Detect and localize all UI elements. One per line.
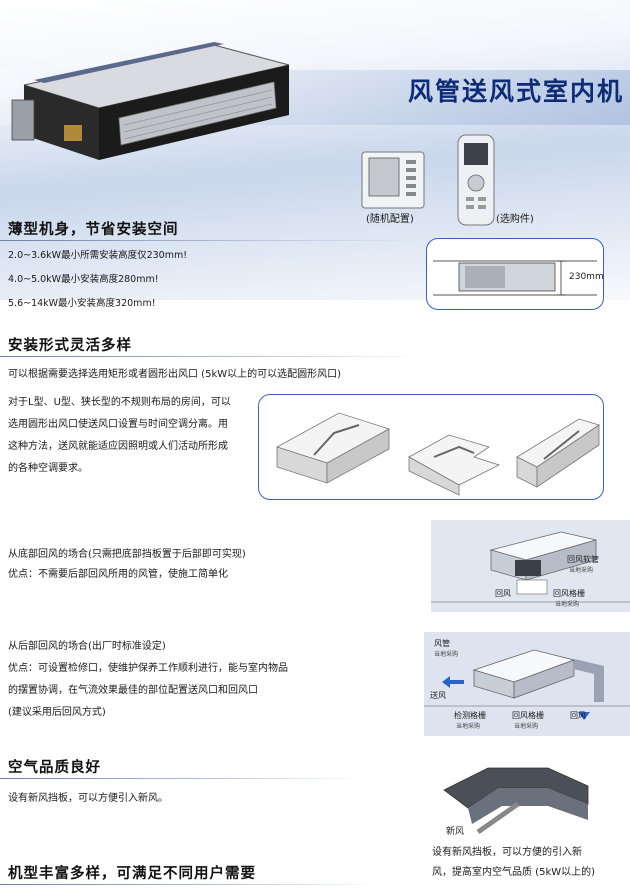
remote-controller-caption: (选购件)	[496, 214, 534, 225]
label-duct-sub: 当地采购	[434, 651, 459, 658]
fresh-air-illustration	[443, 767, 589, 835]
air-quality-text: 设有新风挡板，可以方便引入新风。	[8, 793, 168, 804]
spec-line-1: 2.0~3.6kW最小所需安装高度仅230mm!	[8, 250, 188, 261]
spec-line-3: 5.6~14kW最小安装高度320mm!	[8, 298, 156, 309]
height-diagram-panel: 230mm	[426, 238, 604, 310]
height-diagram	[433, 260, 597, 296]
label-inspection-grille-sub: 当地采购	[456, 723, 481, 730]
install-forms-illustration	[275, 412, 600, 496]
install-intro: 可以根据需要选择选用矩形或者圆形出风口 (5kW以上的可以选配圆形风口)	[8, 369, 342, 380]
fresh-air-label: 新风	[446, 827, 465, 837]
label-return-soft-duct: 回风软管	[567, 555, 599, 564]
label-return-grille: 回风格栅	[553, 589, 585, 598]
remote-controller-image	[457, 134, 495, 226]
label-rear-return-grille: 回风格栅	[512, 711, 544, 720]
label-supply-air: 送风	[430, 691, 446, 700]
rear-return-figure: 风管 当地采购 送风 检测格栅 当地采购 回风格栅 当地采购 回风	[424, 632, 630, 736]
label-inspection-grille: 检测格栅	[454, 711, 486, 720]
divider-thin	[0, 240, 420, 241]
bottom-return-line-1: 从底部回风的场合(只需把底部挡板置于后部即可实现)	[8, 549, 246, 560]
rear-return-line-1: 从后部回风的场合(出厂时标准设定)	[8, 641, 166, 652]
bottom-return-line-2: 优点：不需要后部回风所用的风管，使施工简单化	[8, 569, 228, 580]
install-forms-panel	[258, 394, 604, 500]
section-heading-models: 机型丰富多样，可满足不同用户需要	[8, 866, 256, 882]
section-heading-air-quality: 空气品质良好	[8, 760, 101, 776]
indoor-unit-image	[11, 42, 290, 160]
page-title: 风管送风式室内机	[408, 77, 625, 106]
divider-install	[0, 356, 420, 357]
label-return-soft-duct-sub: 当地采购	[569, 567, 594, 574]
install-para-line-2: 选用圆形出风口使送风口设置与时间空调分离。用	[8, 419, 228, 430]
rear-return-line-2: 优点：可设置检修口，使维护保养工作顺利进行，能与室内物品	[8, 663, 288, 674]
wired-controller-image	[361, 151, 425, 209]
label-duct: 风管	[434, 639, 450, 648]
section-heading-thin-body: 薄型机身，节省安装空间	[8, 222, 179, 238]
label-return-air: 回风	[495, 589, 511, 598]
divider-models	[0, 884, 380, 885]
fresh-air-caption-line-2: 风，提高室内空气品质 (5kW以上的)	[432, 867, 596, 878]
rear-return-line-4: (建议采用后回风方式)	[8, 707, 106, 718]
rear-return-line-3: 的摆置协调，在气流效果最佳的部位配置送风口和回风口	[8, 685, 258, 696]
spec-line-2: 4.0~5.0kW最小安装高度280mm!	[8, 274, 159, 285]
divider-air	[0, 778, 360, 779]
fresh-air-caption-line-1: 设有新风挡板，可以方便的引入新	[432, 847, 582, 858]
label-rear-return-air: 回风	[570, 711, 586, 720]
label-rear-return-grille-sub: 当地采购	[514, 723, 539, 730]
rear-return-illustration	[424, 649, 630, 720]
install-para-line-3: 这种方法，送风就能适应因照明或人们活动所形成	[8, 441, 228, 452]
install-para-line-1: 对于L型、U型、狭长型的不规则布局的房间，可以	[8, 397, 231, 408]
bottom-return-figure: 回风软管 当地采购 回风 回风格栅 当地采购	[431, 520, 630, 612]
height-dim-label: 230mm	[569, 272, 604, 282]
wired-controller-caption: (随机配置)	[366, 214, 414, 225]
install-para-line-4: 的各种空调要求。	[8, 463, 88, 474]
label-return-grille-sub: 当地采购	[555, 601, 580, 608]
section-heading-install: 安装形式灵活多样	[8, 338, 132, 354]
bottom-return-illustration	[431, 531, 630, 603]
